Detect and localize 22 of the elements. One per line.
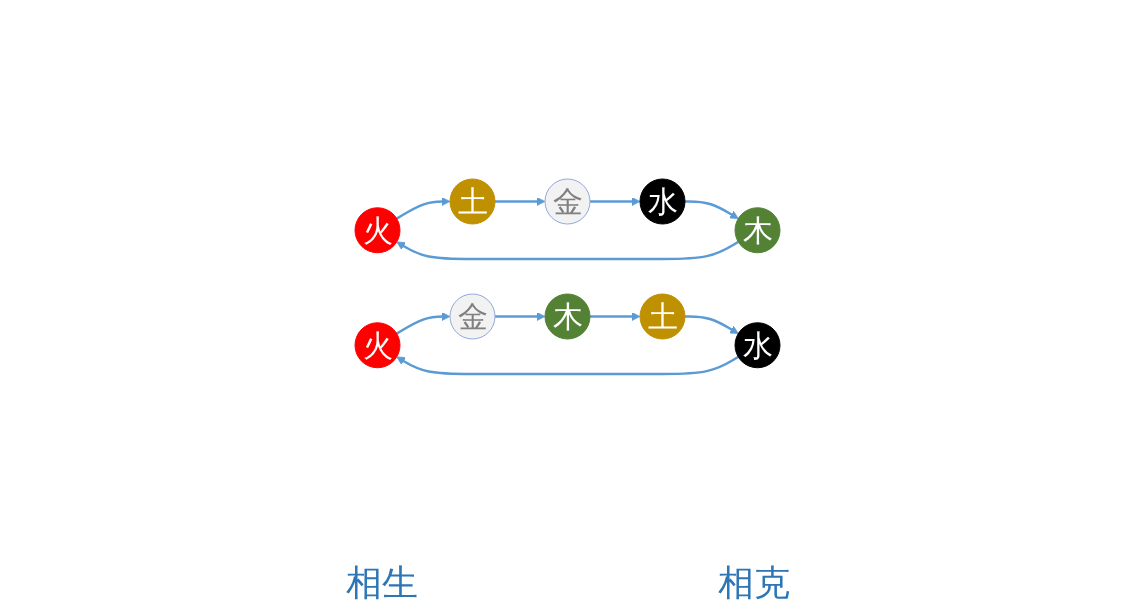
arrow	[495, 197, 546, 206]
node-circle: 金	[544, 178, 591, 225]
arrow	[495, 312, 546, 321]
node-circle: 土	[449, 178, 496, 225]
node-circle: 土	[639, 293, 686, 340]
arrow	[396, 240, 739, 261]
node-circle: 木	[544, 293, 591, 340]
node-circle: 金	[449, 293, 496, 340]
arrow	[590, 197, 641, 206]
node-circle: 水	[734, 322, 781, 369]
node-circle: 水	[639, 178, 686, 225]
arrow	[396, 355, 739, 376]
diagram-caption: 相克	[717, 560, 790, 605]
arrow	[396, 197, 451, 220]
arrow	[685, 200, 739, 219]
node-circle: 火	[354, 322, 401, 369]
arrow	[685, 315, 739, 334]
arrow	[396, 312, 451, 335]
node-circle: 火	[354, 207, 401, 254]
diagram-caption: 相生	[345, 560, 418, 605]
node-circle: 木	[734, 207, 781, 254]
arrow	[590, 312, 641, 321]
